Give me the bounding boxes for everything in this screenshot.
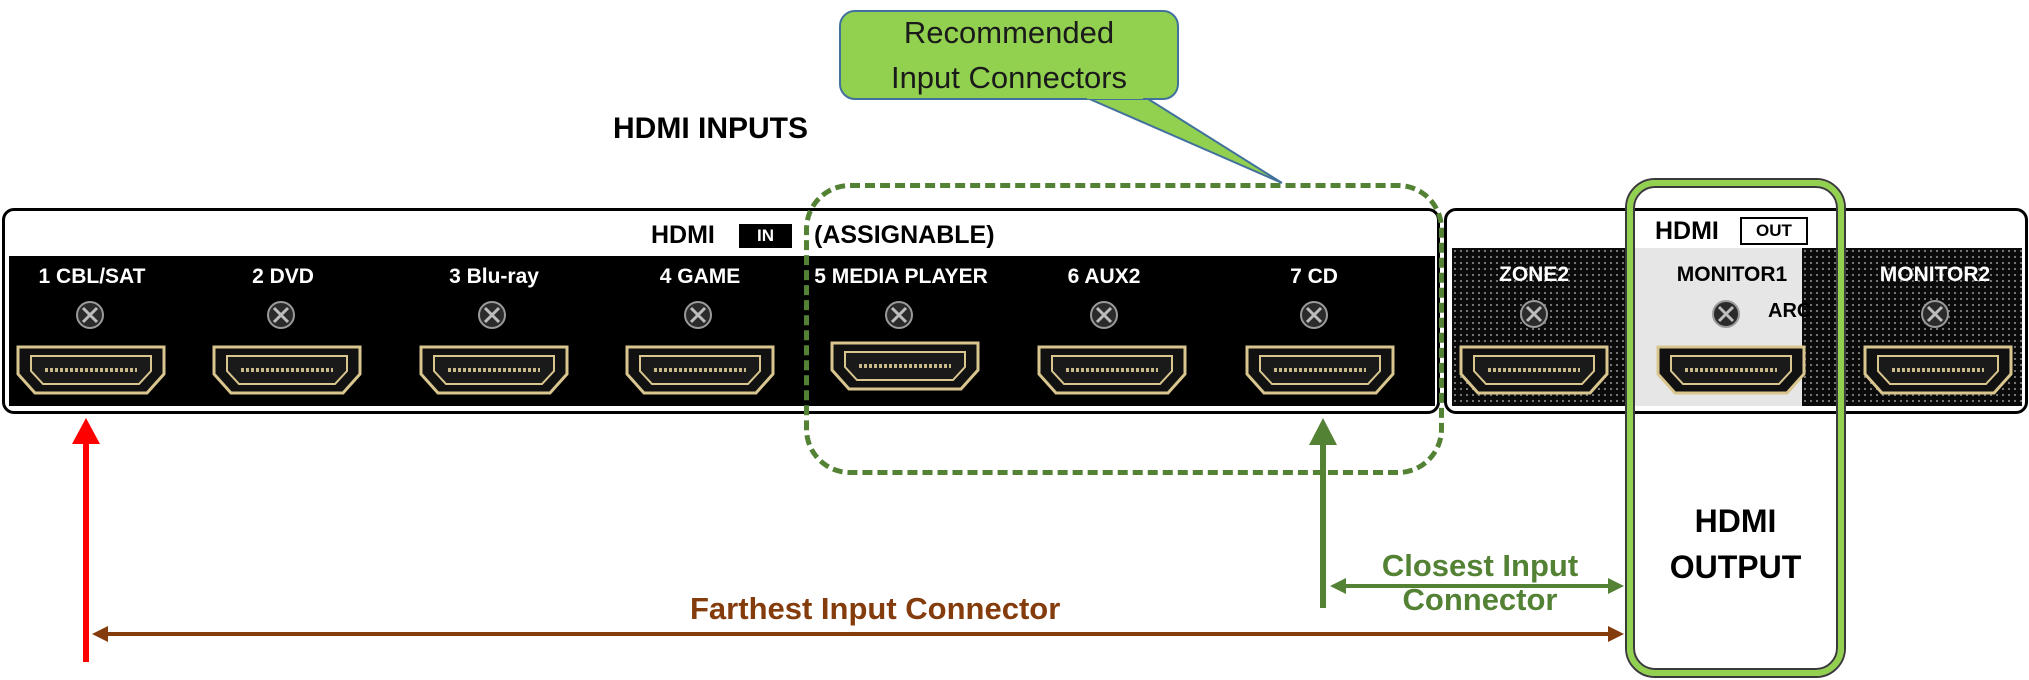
zone2-label: ZONE2 bbox=[1498, 263, 1570, 286]
hdmi-connector-icon bbox=[1245, 345, 1395, 395]
callout-line1: Recommended bbox=[903, 15, 1115, 50]
closest-connector-label: Closest Input Connector bbox=[1330, 549, 1630, 617]
port-label-6: 6 AUX2 bbox=[1067, 265, 1141, 288]
screw-icon bbox=[1712, 300, 1740, 328]
output-highlight-border bbox=[1625, 178, 1846, 678]
output-highlight-label: HDMI OUTPUT bbox=[1627, 498, 1844, 590]
closest-span-arrow bbox=[1330, 578, 1624, 594]
hdmi-connector-icon bbox=[625, 345, 775, 395]
closest-label-line1: Closest Input bbox=[1381, 548, 1579, 583]
port-label-7: 7 CD bbox=[1290, 265, 1338, 288]
input-panel-label: HDMI bbox=[651, 221, 715, 249]
screw-icon bbox=[1921, 300, 1949, 328]
closest-marker-arrow bbox=[1309, 418, 1337, 608]
port-label-1: 1 CBL/SAT bbox=[38, 265, 146, 288]
hdmi-connector-icon bbox=[1656, 345, 1806, 395]
screw-icon bbox=[1520, 300, 1548, 328]
hdmi-connector-icon bbox=[16, 345, 166, 395]
monitor2-label: MONITOR2 bbox=[1879, 263, 1991, 286]
farthest-span-arrow bbox=[92, 626, 1624, 642]
screw-icon bbox=[1300, 301, 1328, 329]
output-badge: OUT bbox=[1740, 217, 1808, 245]
farthest-marker-arrow bbox=[72, 418, 100, 662]
hdmi-connector-icon bbox=[1037, 345, 1187, 395]
farthest-connector-label: Farthest Input Connector bbox=[690, 591, 1061, 626]
port-label-5: 5 MEDIA PLAYER bbox=[814, 265, 988, 288]
input-badge: IN bbox=[739, 224, 792, 248]
recommended-connectors-outline bbox=[804, 183, 1444, 475]
section-title: HDMI INPUTS bbox=[613, 112, 808, 145]
hdmi-connector-icon bbox=[212, 345, 362, 395]
screw-icon bbox=[1090, 301, 1118, 329]
output-highlight-line1: HDMI bbox=[1694, 503, 1777, 539]
screw-icon bbox=[267, 301, 295, 329]
screw-icon bbox=[478, 301, 506, 329]
port-label-2: 2 DVD bbox=[252, 265, 314, 288]
screw-icon bbox=[885, 301, 913, 329]
output-panel-label: HDMI bbox=[1655, 217, 1719, 245]
output-highlight-line2: OUTPUT bbox=[1669, 549, 1802, 585]
callout-line2: Input Connectors bbox=[890, 60, 1128, 95]
screw-icon bbox=[76, 301, 104, 329]
monitor1-label: MONITOR1 bbox=[1676, 263, 1788, 286]
output-highlight bbox=[1627, 180, 1844, 676]
closest-label-line2: Connector bbox=[1402, 582, 1558, 617]
port-label-4: 4 GAME bbox=[659, 265, 741, 288]
recommended-callout: Recommended Input Connectors bbox=[839, 10, 1179, 100]
hdmi-connector-icon bbox=[1863, 345, 2013, 395]
port-label-3: 3 Blu-ray bbox=[449, 265, 539, 288]
arc-label: ARC bbox=[1768, 300, 1812, 322]
hdmi-connector-icon bbox=[830, 341, 980, 391]
screw-icon bbox=[684, 301, 712, 329]
hdmi-connector-icon bbox=[419, 345, 569, 395]
hdmi-connector-icon bbox=[1459, 345, 1609, 395]
